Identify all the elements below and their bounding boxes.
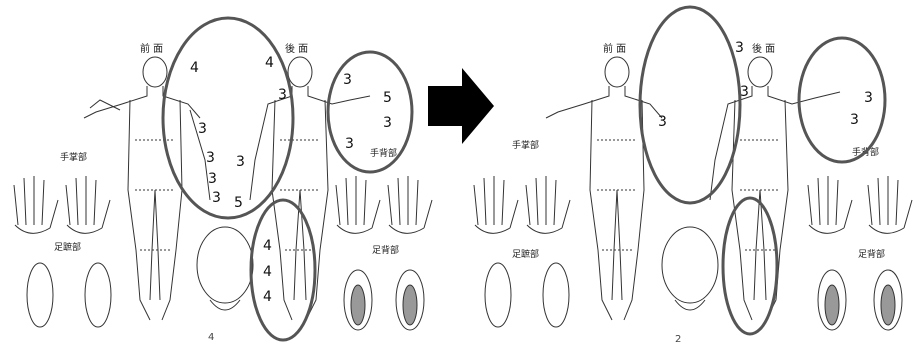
left-score: 3 [345, 136, 354, 152]
left-score: 3 [208, 171, 217, 187]
left-label-hand-back: 手背部 [370, 147, 397, 159]
right-score: 3 [740, 84, 749, 100]
left-score: 5 [383, 90, 392, 106]
left-score: 3 [212, 190, 221, 206]
right-ellipse-leg [723, 198, 777, 334]
left-footnote: 4 [208, 332, 214, 343]
left-soles [27, 263, 111, 327]
right-foot-backs [818, 270, 902, 330]
left-score: 4 [263, 264, 272, 280]
left-score: 3 [236, 154, 245, 170]
right-score: 3 [658, 114, 667, 130]
left-panel [14, 57, 432, 330]
left-label-sole: 足蹠部 [54, 241, 81, 253]
right-soles [485, 263, 569, 327]
right-label-front: 前 面 [603, 42, 626, 55]
right-label-palm: 手掌部 [512, 139, 539, 151]
left-score: 3 [198, 121, 207, 137]
right-footnote: 2 [675, 334, 681, 345]
right-label-back: 後 面 [752, 42, 775, 55]
right-label-foot-back: 足背部 [858, 248, 885, 260]
left-score: 3 [206, 150, 215, 166]
left-score: 3 [383, 115, 392, 131]
right-head-detail [662, 227, 718, 310]
left-foot-backs [344, 270, 424, 330]
left-region-lines [135, 140, 320, 250]
right-highlight-ellipses [640, 7, 885, 334]
right-label-sole: 足蹠部 [512, 248, 539, 260]
right-front-figure [546, 57, 662, 320]
right-back-hands [808, 176, 912, 233]
right-ellipse-head-torso [640, 7, 740, 203]
left-label-back: 後 面 [285, 42, 308, 55]
left-ellipse-leg [251, 200, 315, 340]
left-score: 5 [234, 195, 243, 211]
left-score: 3 [343, 72, 352, 88]
left-highlight-ellipses [163, 18, 412, 340]
left-label-foot-back: 足背部 [372, 244, 399, 256]
right-region-lines [597, 140, 780, 250]
left-score: 4 [263, 238, 272, 254]
left-palm-hands [14, 176, 110, 233]
right-score: 3 [864, 90, 873, 106]
left-back-hands [336, 176, 432, 233]
left-ellipse-head-torso [163, 18, 293, 218]
left-score: 3 [278, 87, 287, 103]
left-back-figure [250, 57, 370, 320]
right-arrow-icon [428, 68, 494, 144]
left-label-front: 前 面 [140, 42, 163, 55]
left-label-palm: 手掌部 [60, 151, 87, 163]
left-front-figure [84, 57, 210, 320]
left-head-detail [197, 227, 253, 310]
right-panel [474, 57, 912, 330]
left-score: 4 [190, 60, 199, 76]
right-score: 3 [850, 112, 859, 128]
left-score: 4 [265, 55, 274, 71]
right-palm-hands [474, 176, 570, 233]
left-score: 4 [263, 289, 272, 305]
right-score: 3 [735, 40, 744, 56]
